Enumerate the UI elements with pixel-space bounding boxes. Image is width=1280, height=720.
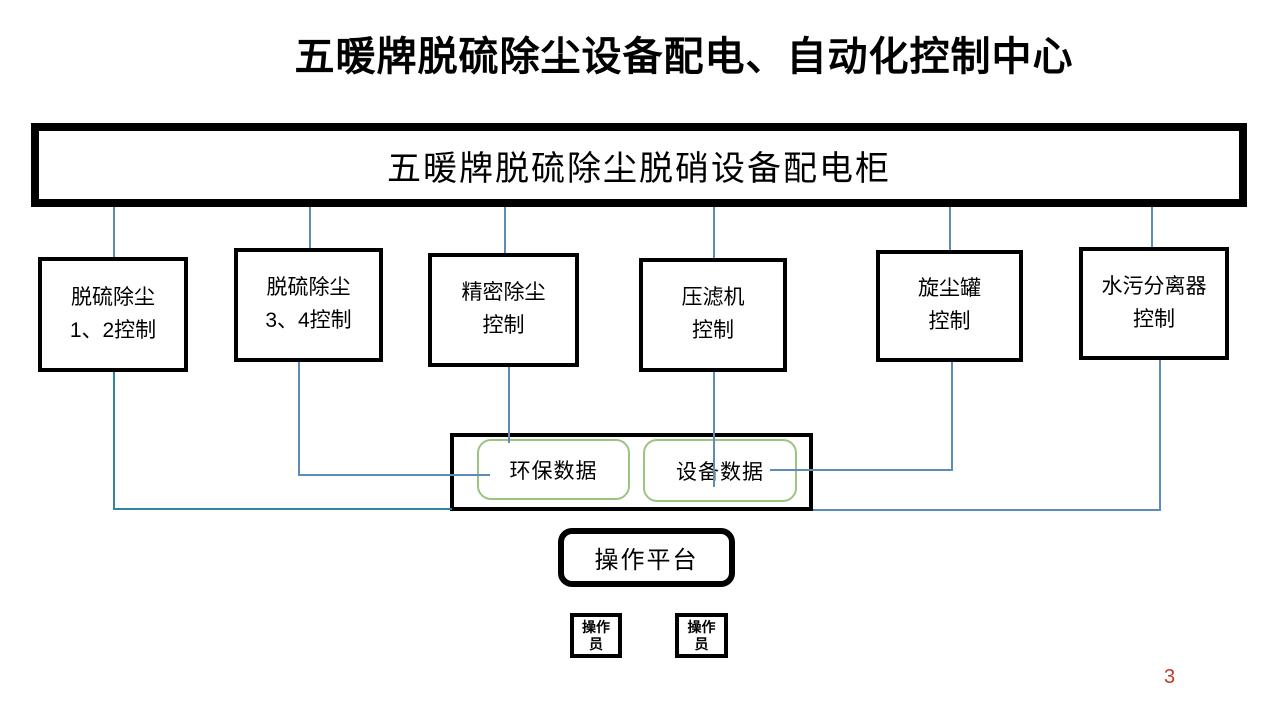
connector-device6-to-panel: [813, 509, 1161, 511]
connector-device5-to-device-data: [770, 469, 953, 471]
device-label-line: 1、2控制: [69, 318, 157, 342]
device-label-line: 控制: [692, 319, 734, 342]
main-cabinet-box: 五暖牌脱硫除尘脱硝设备配电柜: [31, 123, 1247, 207]
operator-label: 操作员: [687, 618, 716, 652]
operator-box-1: 操作员: [570, 613, 622, 658]
device-label-line: 脱硫除尘: [266, 276, 351, 300]
device-label-line: 3、4控制: [265, 309, 352, 332]
device-label-line: 脱硫除尘: [71, 285, 155, 309]
connector-cabinet-to-device6: [1151, 207, 1153, 247]
device-label-line: 控制: [1133, 307, 1175, 331]
device-label-line: 精密除尘: [461, 281, 546, 305]
device-box-water-separator: 水污分离器 控制: [1079, 247, 1229, 360]
connector-device2-to-env-data: [298, 474, 490, 476]
device-box-filter-press: 压滤机 控制: [639, 258, 787, 372]
operator-box-2: 操作员: [675, 613, 728, 658]
connector-device1-down: [113, 372, 115, 510]
connector-cabinet-to-device3: [504, 207, 506, 253]
env-data-label: 环保数据: [509, 459, 598, 483]
device-label-line: 控制: [482, 314, 525, 337]
device-label-line: 控制: [928, 310, 971, 333]
operator-label: 操作员: [582, 618, 610, 652]
connector-device2-down: [298, 362, 300, 476]
device-box-desulf-3-4: 脱硫除尘 3、4控制: [234, 248, 383, 362]
connector-device5-down: [951, 362, 953, 471]
connector-cabinet-to-device1: [113, 207, 115, 257]
env-data-box: 环保数据: [477, 439, 630, 500]
connector-cabinet-to-device5: [949, 207, 951, 250]
connector-device4-to-device-data: [713, 372, 715, 487]
connector-device1-to-panel: [113, 508, 452, 510]
main-cabinet-label: 五暖牌脱硫除尘脱硝设备配电柜: [387, 149, 891, 188]
connector-device3-to-env-data: [508, 367, 510, 443]
device-data-label: 设备数据: [676, 460, 764, 484]
connector-cabinet-to-device2: [309, 207, 311, 248]
connector-device6-down: [1159, 360, 1161, 511]
slide-title: 五暖牌脱硫除尘设备配电、自动化控制中心: [294, 35, 1074, 79]
operation-platform-box: 操作平台: [558, 528, 735, 587]
device-label-line: 水污分离器: [1101, 274, 1207, 298]
device-box-cyclone-tank: 旋尘罐 控制: [876, 250, 1023, 362]
connector-cabinet-to-device4: [713, 207, 715, 258]
page-number: 3: [1164, 666, 1176, 688]
data-panel-box: 环保数据 设备数据: [450, 433, 813, 511]
device-label-line: 旋尘罐: [918, 277, 981, 301]
operation-platform-label: 操作平台: [594, 547, 699, 574]
device-label-line: 压滤机: [681, 286, 745, 310]
device-box-precision-dust: 精密除尘 控制: [428, 253, 579, 367]
device-box-desulf-1-2: 脱硫除尘 1、2控制: [38, 257, 188, 372]
